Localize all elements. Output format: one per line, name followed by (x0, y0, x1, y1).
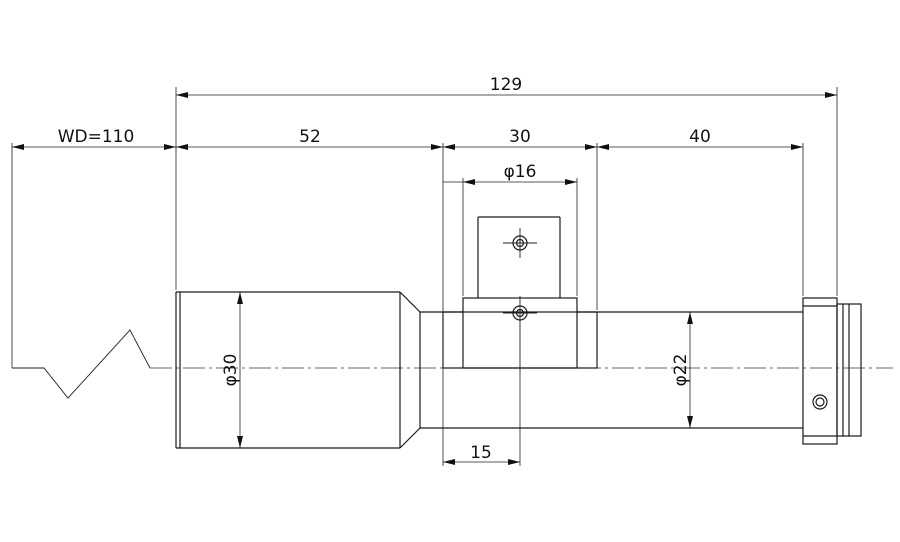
dim-working-distance-label: WD=110 (58, 127, 135, 147)
dim-overall-length-label: 129 (490, 75, 522, 95)
dim-rear-section-label: 40 (689, 127, 711, 147)
rear-coupler (802, 297, 862, 445)
dim-mount-offset-label: 15 (470, 443, 492, 463)
dimension-arrowheads (12, 92, 837, 465)
rear-tube (420, 311, 803, 429)
dim-rear-diameter-label: φ22 (671, 354, 691, 387)
dim-mount-section-label: 30 (509, 127, 531, 147)
front-barrel (175, 291, 421, 449)
working-distance-break-line (12, 329, 151, 399)
dim-front-section-label: 52 (299, 127, 321, 147)
mount-block (442, 296, 598, 372)
extension-lines (11, 87, 838, 466)
dimension-lines (12, 94, 837, 463)
mount-bracket (477, 216, 561, 298)
dim-front-diameter-label: φ30 (221, 354, 241, 387)
dim-mount-width-label: φ16 (504, 162, 537, 182)
